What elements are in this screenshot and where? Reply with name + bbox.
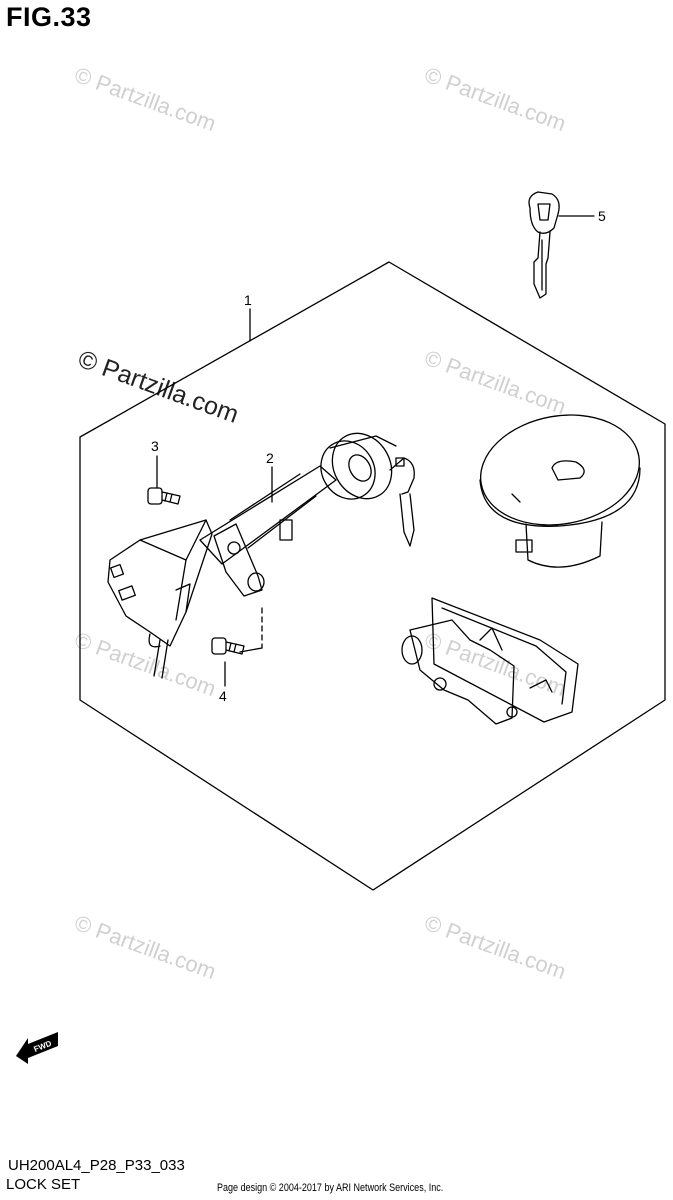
screw-icon <box>211 637 245 655</box>
kit-outline <box>79 261 666 891</box>
ignition-switch-icon <box>107 432 415 679</box>
fwd-arrow-icon: FWD <box>16 1032 58 1064</box>
page-credit: Page design © 2004-2017 by ARI Network S… <box>217 1182 444 1194</box>
fuel-cap-icon <box>479 414 641 568</box>
callout-5: 5 <box>598 208 606 224</box>
diagram-caption: LOCK SET <box>6 1176 81 1193</box>
key-icon <box>528 191 560 299</box>
latch-icon <box>401 597 579 725</box>
diagram-code: UH200AL4_P28_P33_033 <box>8 1157 185 1174</box>
callout-3: 3 <box>151 438 159 454</box>
figure-title: FIG.33 <box>6 2 92 32</box>
callout-1: 1 <box>244 292 252 308</box>
callout-4: 4 <box>219 688 227 704</box>
callout-2: 2 <box>266 450 274 466</box>
screw-icon <box>147 487 181 505</box>
